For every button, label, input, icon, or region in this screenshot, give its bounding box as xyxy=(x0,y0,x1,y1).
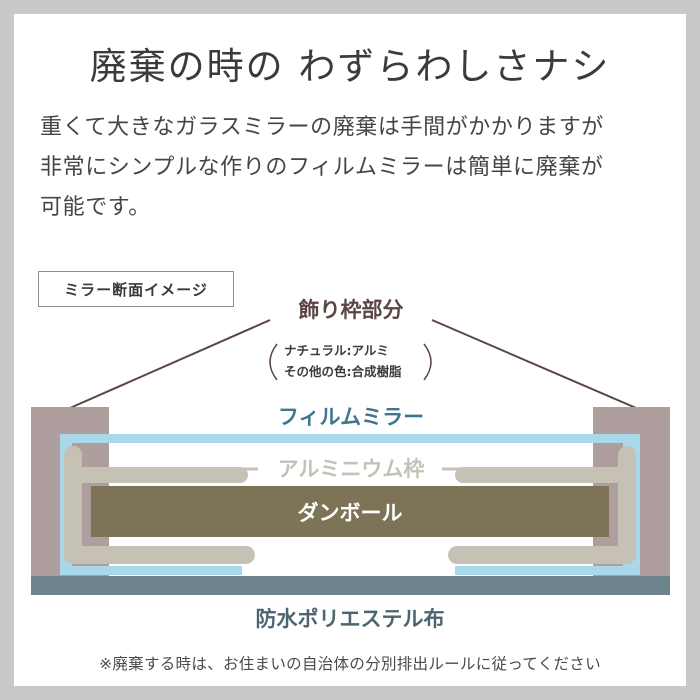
film-mirror-label: フィルムミラー xyxy=(278,405,424,429)
frame-material-other: その他の色:合成樹脂 xyxy=(284,364,402,379)
content-panel: 廃棄の時の わずらわしさナシ 重くて大きなガラスミラーの廃棄は手間がかかりますが… xyxy=(14,14,686,686)
mirror-cross-section-diagram: 飾り枠部分 ナチュラル:アルミ その他の色:合成樹脂 フィルムミラー アルミニウ… xyxy=(31,298,670,631)
waterproof-cloth-label: 防水ポリエステル布 xyxy=(256,607,445,631)
frame-leader-right xyxy=(431,319,637,409)
page-title: 廃棄の時の わずらわしさナシ xyxy=(89,45,611,88)
aluminum-frame-right xyxy=(448,446,636,564)
section-tag: ミラー断面イメージ xyxy=(38,271,234,307)
intro-line: 非常にシンプルな作りのフィルムミラーは簡単に廃棄が xyxy=(40,155,604,180)
footnote: ※廃棄する時は、お住まいの自治体の分別排出ルールに従ってください xyxy=(99,655,601,673)
frame-material-natural: ナチュラル:アルミ xyxy=(284,343,389,358)
aluminum-frame-label: アルミニウム枠 xyxy=(278,457,425,481)
intro-paragraph: 重くて大きなガラスミラーの廃棄は手間がかかりますが 非常にシンプルな作りのフィル… xyxy=(40,108,670,228)
frame-leader-left xyxy=(69,319,271,409)
frame-note-paren-left xyxy=(269,343,278,381)
frame-label: 飾り枠部分 xyxy=(299,298,404,322)
intro-line: 可能です。 xyxy=(40,195,151,220)
waterproof-cloth-layer xyxy=(31,576,670,595)
cardboard-label: ダンボール xyxy=(298,501,403,525)
cardboard-layer xyxy=(91,486,609,537)
aluminum-frame-left xyxy=(64,446,255,564)
frame-note-paren-right xyxy=(423,343,432,381)
intro-line: 重くて大きなガラスミラーの廃棄は手間がかかりますが xyxy=(40,115,604,140)
